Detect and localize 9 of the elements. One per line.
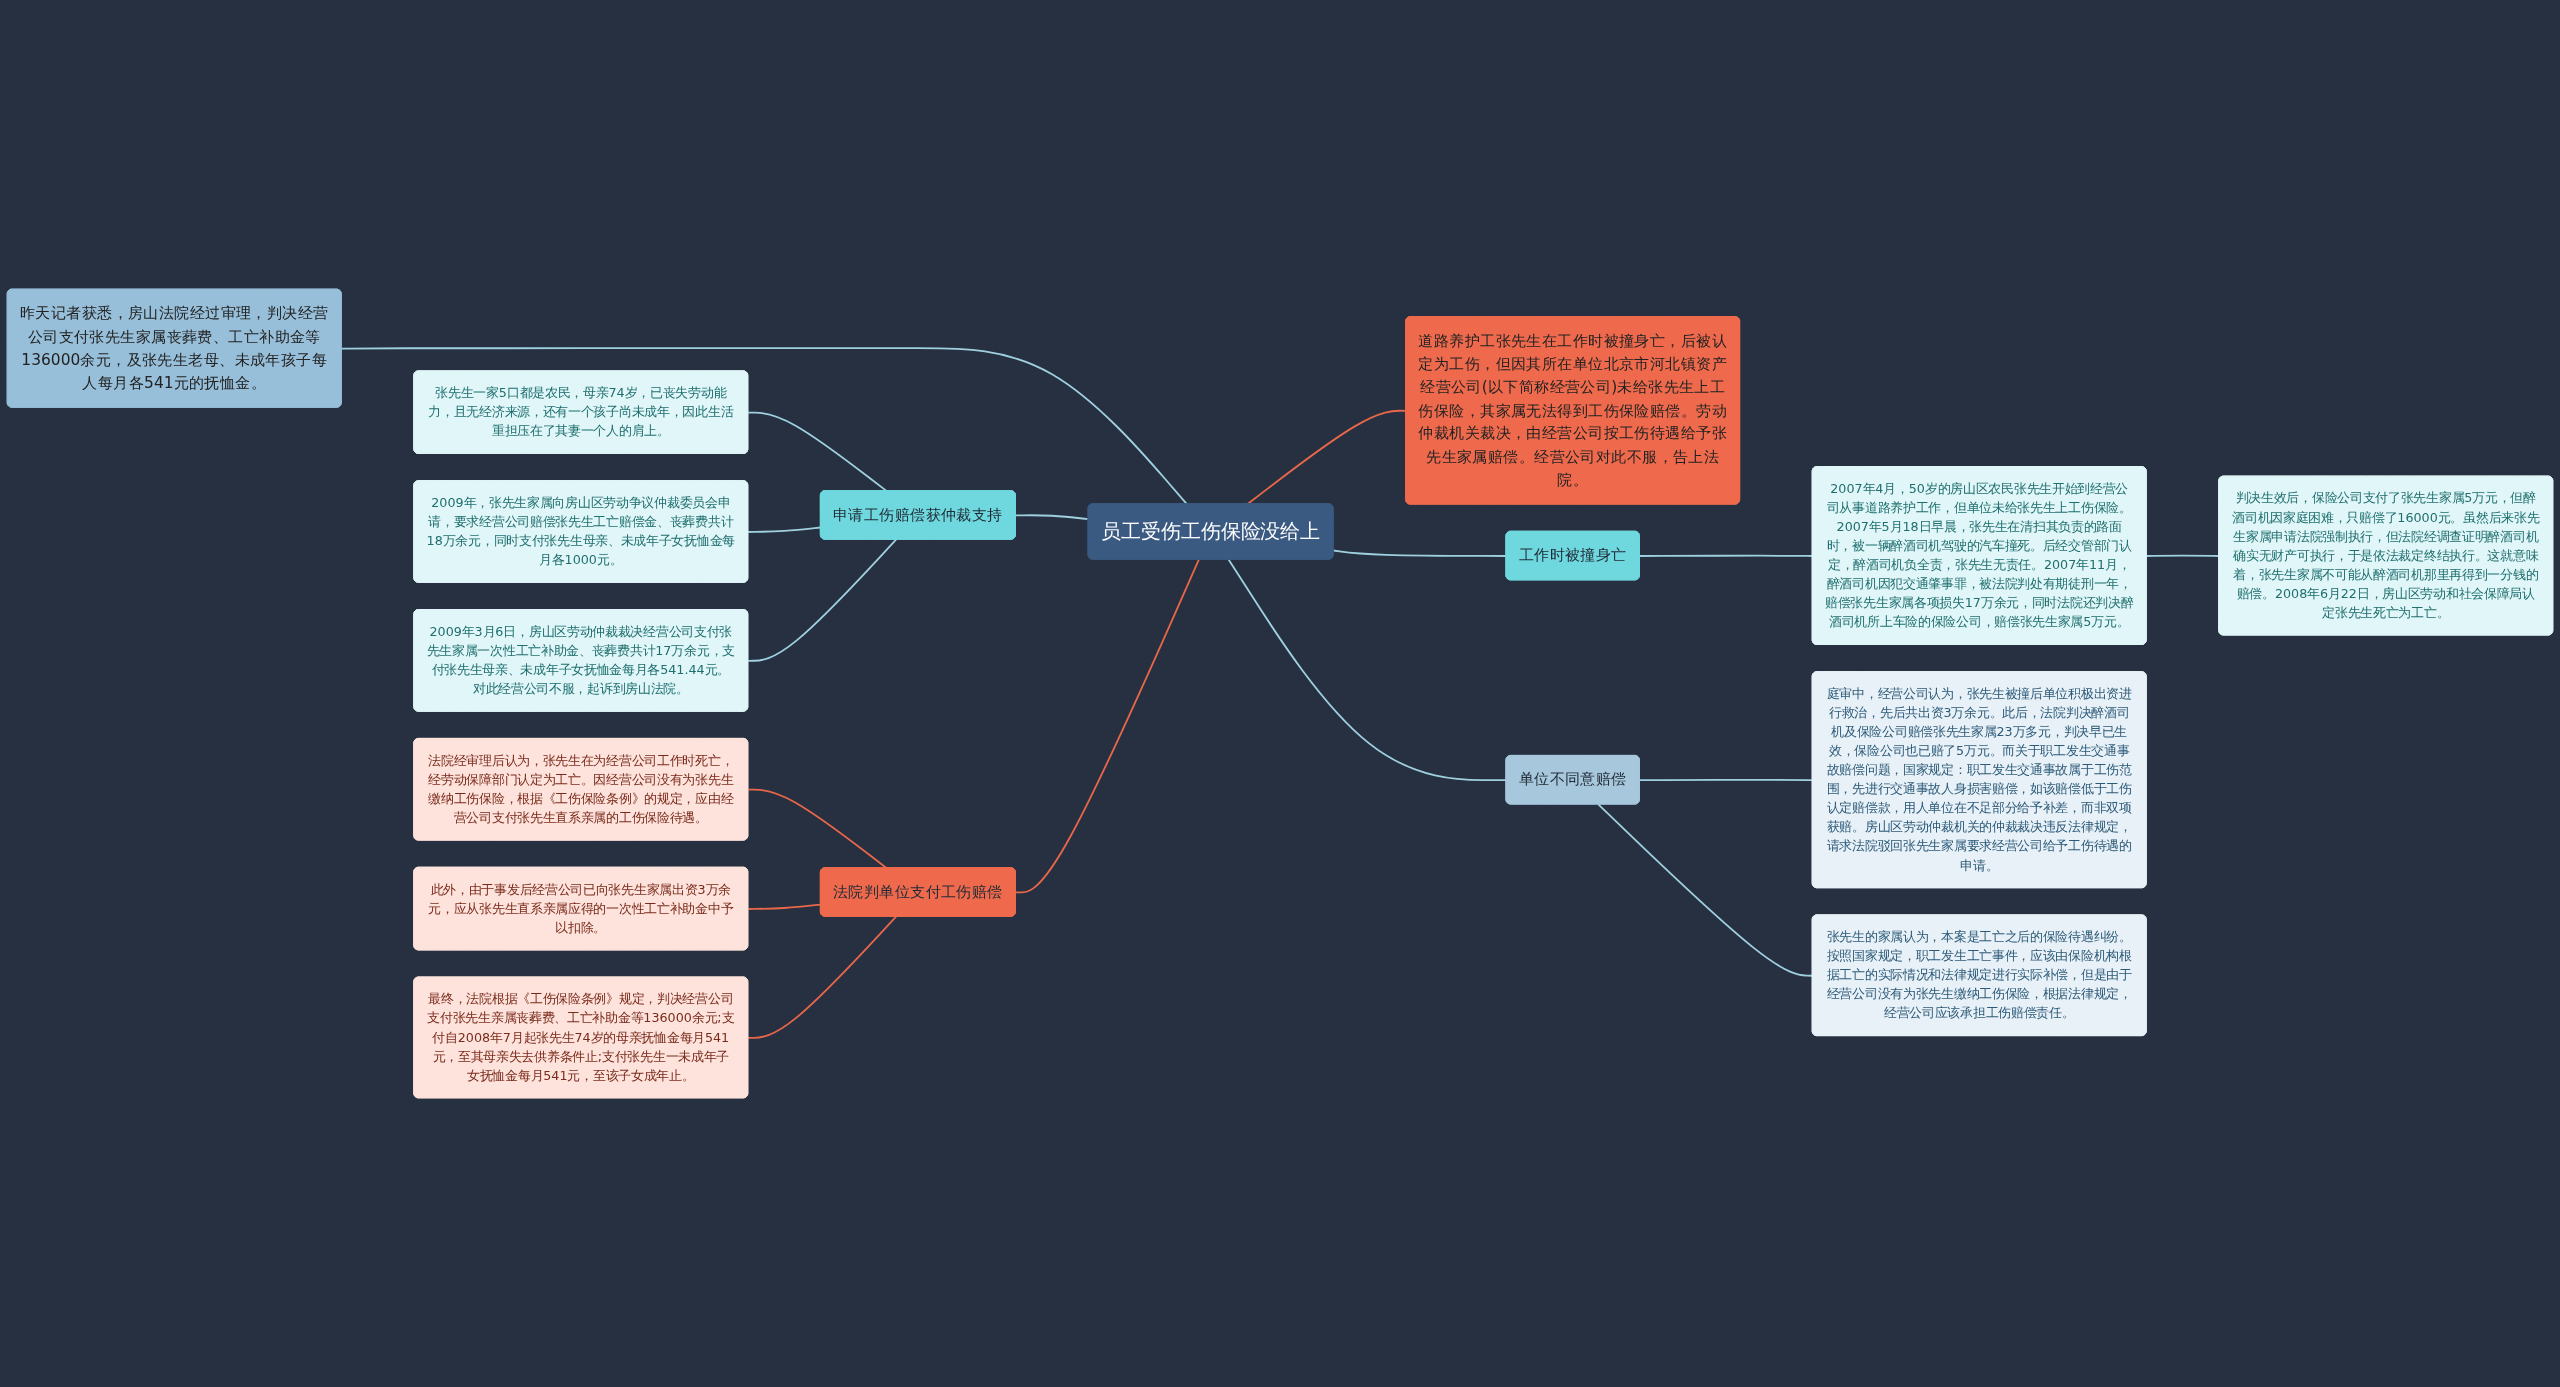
connector: [747, 526, 822, 533]
connector: [747, 915, 897, 1039]
connector: [1638, 778, 1814, 782]
connector: [747, 538, 897, 662]
connector: [1597, 803, 1814, 977]
connector: [1638, 554, 1814, 557]
connector: [747, 903, 822, 910]
connector: [1015, 558, 1200, 894]
connector: [1015, 514, 1090, 521]
